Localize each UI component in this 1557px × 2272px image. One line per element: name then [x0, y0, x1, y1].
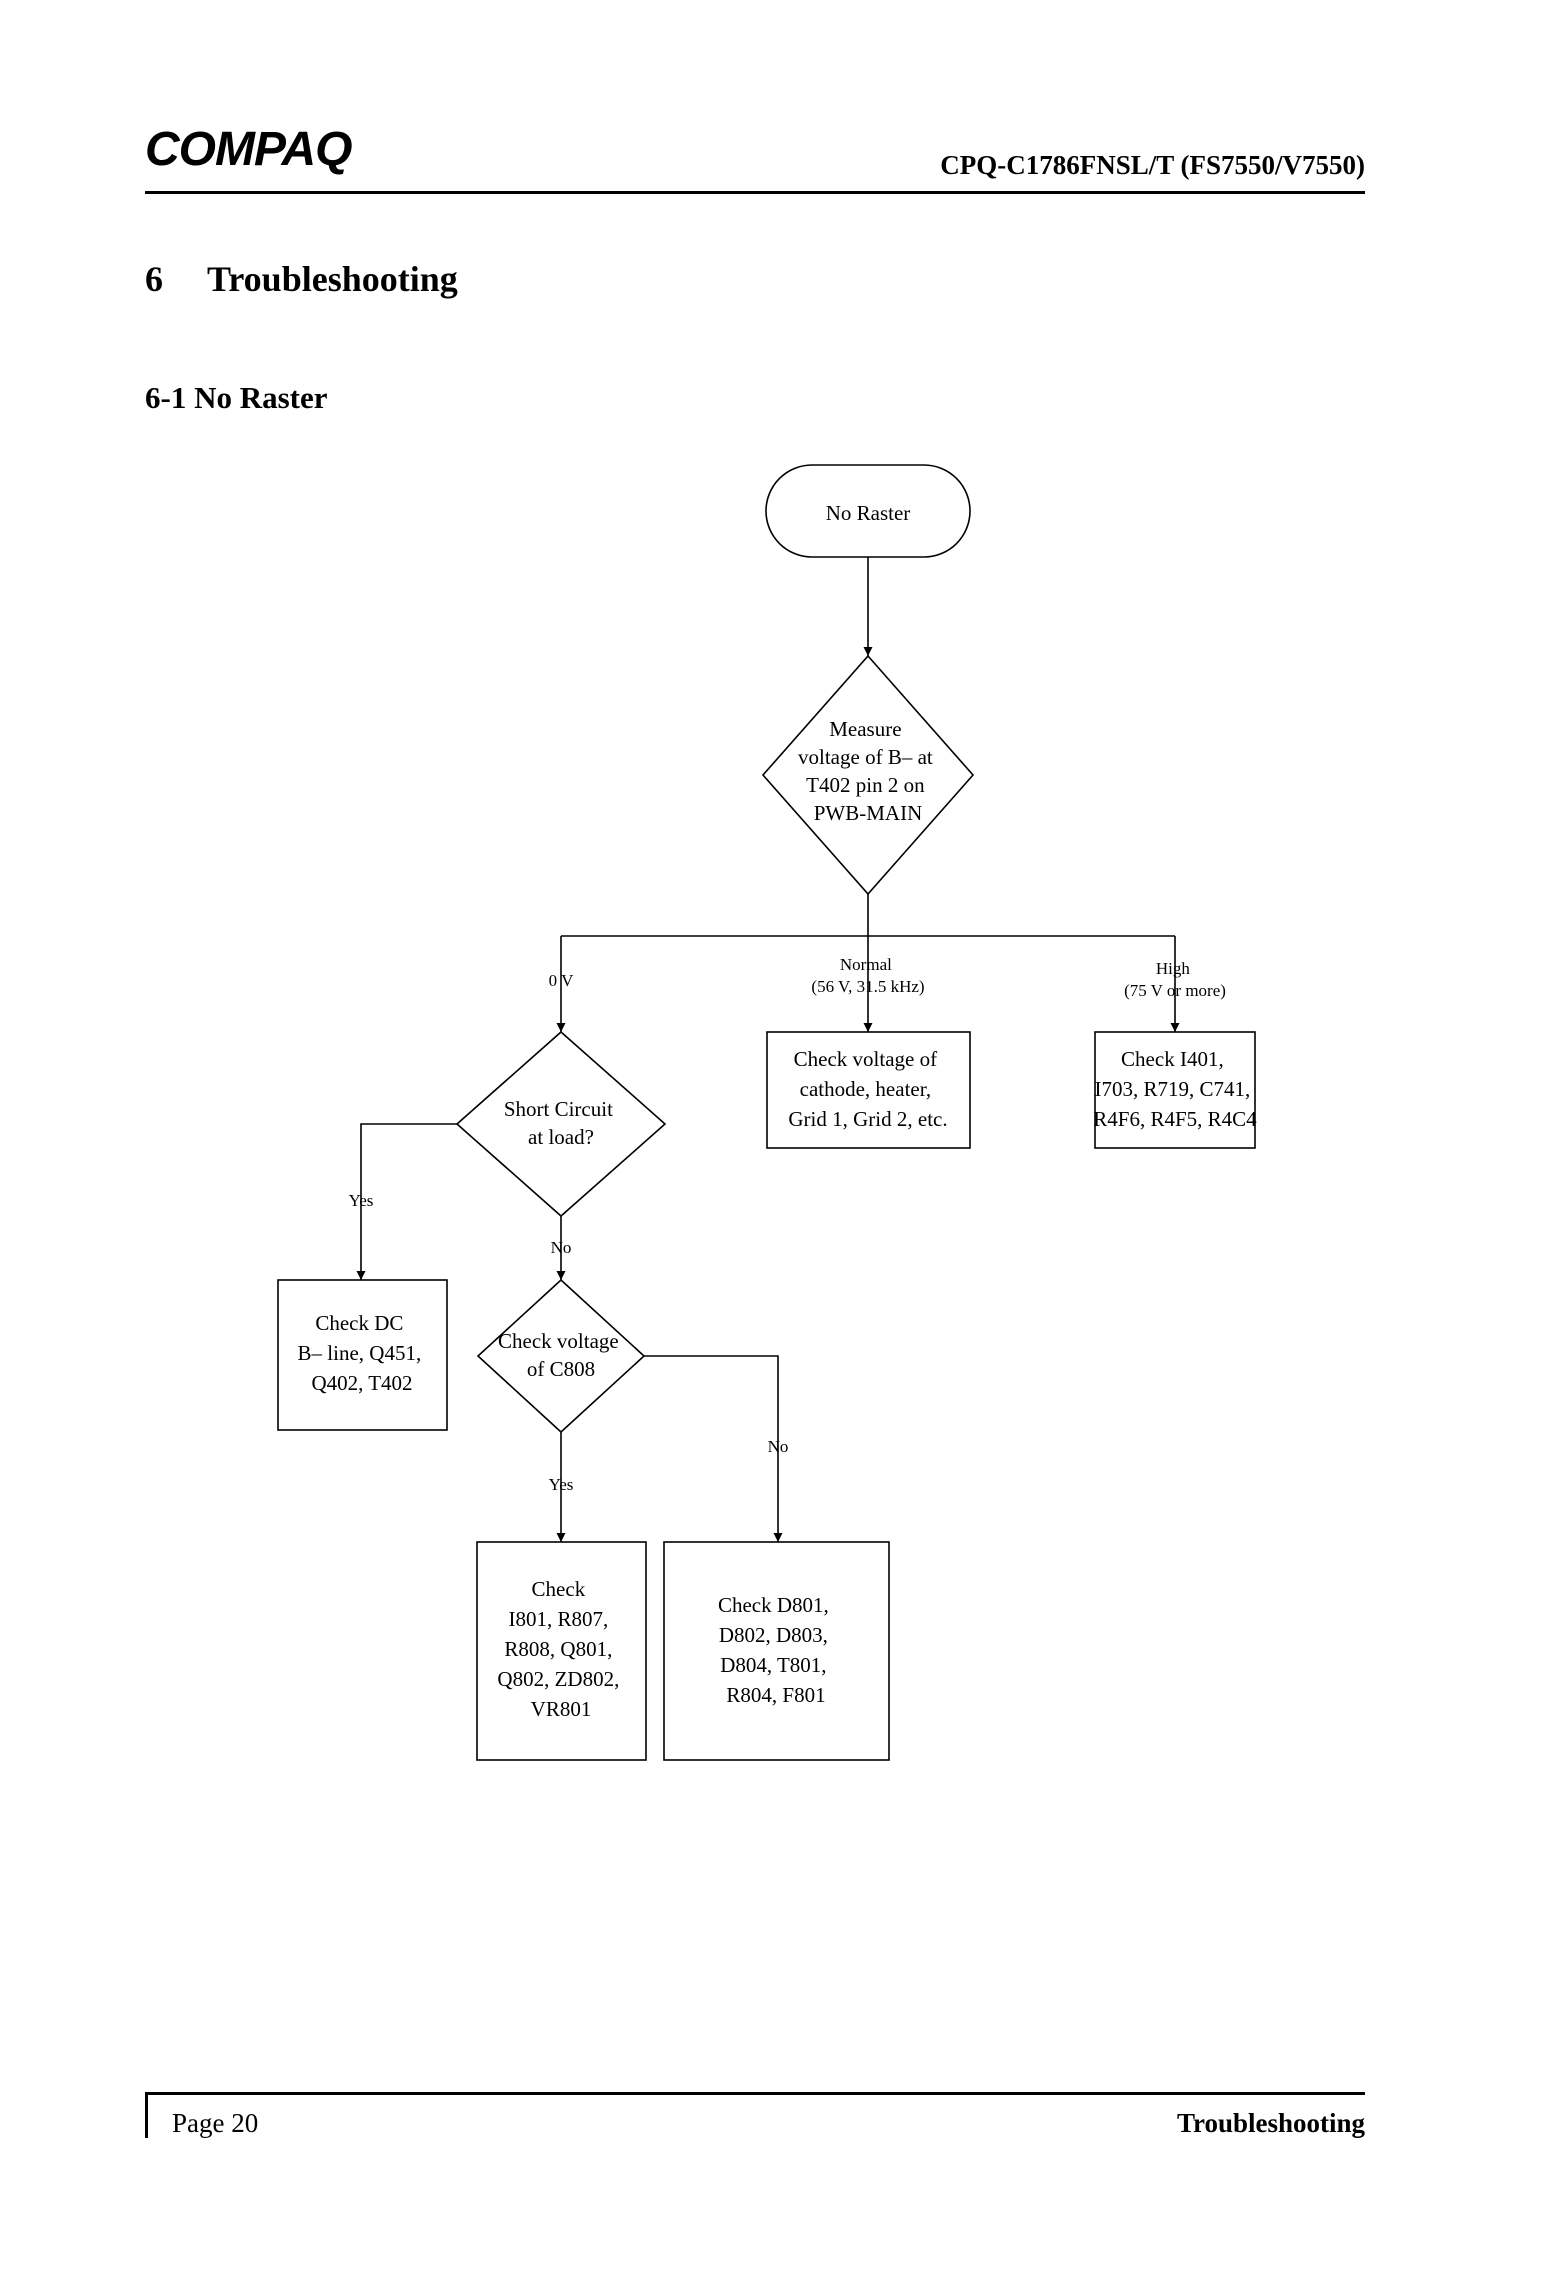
- c808-yes-label: Yes: [549, 1475, 574, 1494]
- yes-check-box: [476, 1541, 647, 1761]
- model-number: CPQ-C1786FNSL/T (FS7550/V7550): [940, 150, 1365, 180]
- footer-rule: [145, 2092, 1365, 2095]
- dc-check-text: Check DC B– line, Q451, Q402, T402: [298, 1311, 427, 1395]
- compaq-logo: COMPAQ: [145, 123, 352, 176]
- connector-short-yes: [356, 1123, 457, 1280]
- section-number: 6: [145, 259, 163, 299]
- short-circuit-text: Short Circuit at load?: [504, 1097, 618, 1149]
- c808-diamond: [476, 1278, 646, 1434]
- yes-check-text: Check I801, R807, R808, Q801, Q802, ZD80…: [497, 1577, 624, 1721]
- dc-check-box: [277, 1279, 448, 1431]
- high-check-text: Check I401, I703, R719, C741, R4F6, R4F5…: [1093, 1047, 1257, 1131]
- c808-text: Check voltage of C808: [498, 1329, 624, 1381]
- page-number: Page 20: [172, 2108, 259, 2138]
- footer-title: Troubleshooting: [1176, 2108, 1365, 2138]
- start-label: No Raster: [826, 501, 911, 525]
- c808-no-label: No: [768, 1437, 789, 1456]
- header-rule: [145, 191, 1365, 194]
- short-yes-label: Yes: [349, 1191, 374, 1210]
- connector-c808-no: [644, 1355, 783, 1542]
- short-circuit-diamond: [455, 1030, 667, 1218]
- subsection-heading: 6-1 No Raster: [145, 380, 328, 416]
- footer-bar: [145, 2092, 148, 2138]
- branch-high-label: High (75 V or more): [1124, 959, 1226, 1000]
- short-no-label: No: [551, 1238, 572, 1257]
- section-heading: 6 Troubleshooting: [145, 258, 458, 300]
- normal-check-text: Check voltage of cathode, heater, Grid 1…: [788, 1047, 947, 1131]
- high-check-box: [1094, 1031, 1256, 1149]
- branch-0v-label: 0 V: [549, 971, 574, 990]
- subsection-number: 6-1: [145, 380, 187, 415]
- no-check-box: [663, 1541, 890, 1761]
- no-check-text: Check D801, D802, D803, D804, T801, R804…: [718, 1593, 834, 1707]
- branch-normal-label: Normal (56 V, 31.5 kHz): [811, 955, 924, 996]
- subsection-title: No Raster: [194, 380, 328, 415]
- measure-text: Measure voltage of B– at T402 pin 2 on P…: [798, 717, 938, 825]
- normal-check-box: [766, 1031, 971, 1149]
- section-title: Troubleshooting: [207, 259, 458, 299]
